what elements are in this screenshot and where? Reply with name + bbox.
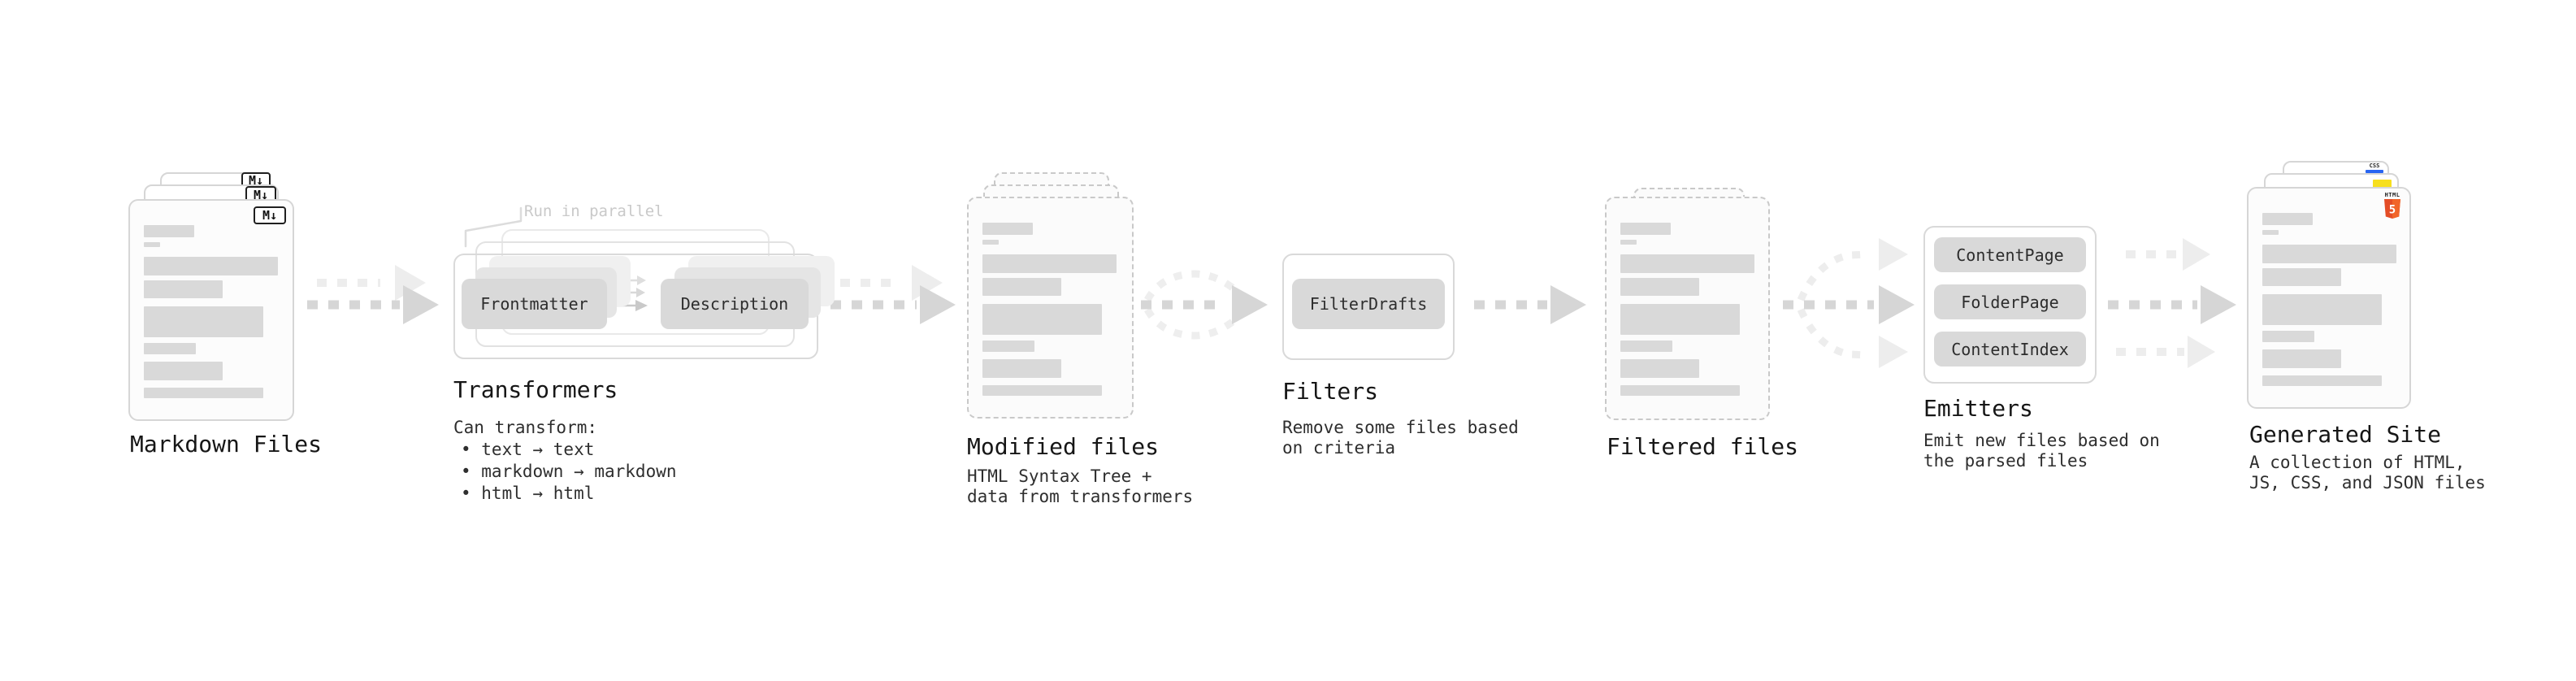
modified-files-description: HTML Syntax Tree + data from transformer… xyxy=(967,466,1194,506)
note-callout-line xyxy=(464,206,523,248)
css-icon: CSS xyxy=(2366,163,2383,173)
contentindex-pill: ContentIndex xyxy=(1934,332,2086,367)
skeleton-bar xyxy=(144,306,263,337)
arrow-modified-to-filters xyxy=(1141,270,1268,340)
folderpage-pill: FolderPage xyxy=(1934,284,2086,319)
skeleton-bar xyxy=(144,257,278,275)
skeleton-bar xyxy=(982,278,1061,296)
html5-icon: HTML 5 xyxy=(2383,192,2402,219)
file-skeleton-lines xyxy=(2262,189,2409,386)
skeleton-bar xyxy=(982,254,1117,273)
modified-files-label: Modified files xyxy=(967,433,1160,460)
run-in-parallel-note: Run in parallel xyxy=(524,202,664,220)
file-skeleton-lines xyxy=(982,198,1132,396)
skeleton-bar xyxy=(2262,245,2396,263)
file-skeleton-lines xyxy=(144,201,293,398)
css-icon-text: CSS xyxy=(2369,163,2380,169)
skeleton-bar xyxy=(982,340,1034,352)
markdown-files-label: Markdown Files xyxy=(130,431,323,458)
modified-file-card xyxy=(967,197,1134,419)
skeleton-bar xyxy=(144,343,196,354)
skeleton-bar xyxy=(982,304,1102,335)
arrow-filtered-to-emitters xyxy=(1783,238,1915,368)
skeleton-bar xyxy=(2262,331,2314,342)
skeleton-bar xyxy=(982,240,999,245)
markdown-icon: M↓ xyxy=(254,206,286,224)
transform-item: • markdown → markdown xyxy=(461,462,677,481)
skeleton-bar xyxy=(982,359,1061,378)
skeleton-bar xyxy=(144,280,223,298)
svg-text:5: 5 xyxy=(2389,204,2396,217)
skeleton-bar xyxy=(144,388,263,398)
filtered-files-label: Filtered files xyxy=(1607,433,1799,460)
can-transform-title: Can transform: xyxy=(453,418,598,437)
html-file-card xyxy=(2247,187,2411,409)
skeleton-bar xyxy=(1620,240,1637,245)
generated-site-label: Generated Site xyxy=(2249,421,2442,448)
skeleton-bar xyxy=(144,362,223,380)
skeleton-bar xyxy=(2262,375,2382,386)
arrow-markdown-to-transformers xyxy=(307,265,439,324)
arrow-emitters-to-generated xyxy=(2108,238,2236,368)
file-skeleton-lines xyxy=(1620,198,1768,396)
skeleton-bar xyxy=(982,223,1033,235)
markdown-file-card xyxy=(128,199,294,421)
transform-item: • text → text xyxy=(461,440,595,459)
skeleton-bar xyxy=(1620,304,1740,335)
transformers-label: Transformers xyxy=(453,376,618,403)
html5-shield: 5 xyxy=(2384,199,2400,219)
skeleton-bar xyxy=(1620,385,1740,396)
skeleton-bar xyxy=(144,225,194,237)
skeleton-bar xyxy=(2262,213,2313,225)
skeleton-bar xyxy=(1620,223,1671,235)
skeleton-bar xyxy=(1620,254,1754,273)
frontmatter-pill: Frontmatter xyxy=(462,279,607,329)
skeleton-bar xyxy=(1620,340,1672,352)
skeleton-bar xyxy=(1620,359,1699,378)
emitters-label: Emitters xyxy=(1923,395,2033,422)
description-pill: Description xyxy=(661,279,809,329)
filters-description: Remove some files based on criteria xyxy=(1282,418,1519,458)
html5-icon-text: HTML xyxy=(2384,192,2400,198)
generated-site-description: A collection of HTML, JS, CSS, and JSON … xyxy=(2249,453,2486,492)
contentpage-pill: ContentPage xyxy=(1934,237,2086,272)
skeleton-bar xyxy=(2262,349,2341,368)
skeleton-bar xyxy=(1620,278,1699,296)
filters-label: Filters xyxy=(1282,378,1379,405)
filtered-file-card xyxy=(1605,197,1770,420)
skeleton-bar xyxy=(982,385,1102,396)
arrow-filters-to-filtered xyxy=(1474,285,1586,324)
skeleton-bar xyxy=(2262,294,2382,325)
skeleton-bar xyxy=(2262,230,2279,235)
arrow-transformers-to-modified xyxy=(830,265,956,324)
transformers-description: Can transform: • text → text • markdown … xyxy=(453,417,677,505)
css-icon-underline xyxy=(2366,170,2383,173)
skeleton-bar xyxy=(144,242,160,247)
skeleton-bar xyxy=(2262,268,2341,286)
emitters-description: Emit new files based on the parsed files xyxy=(1923,431,2160,471)
transform-item: • html → html xyxy=(461,484,595,503)
filterdrafts-pill: FilterDrafts xyxy=(1292,279,1445,329)
